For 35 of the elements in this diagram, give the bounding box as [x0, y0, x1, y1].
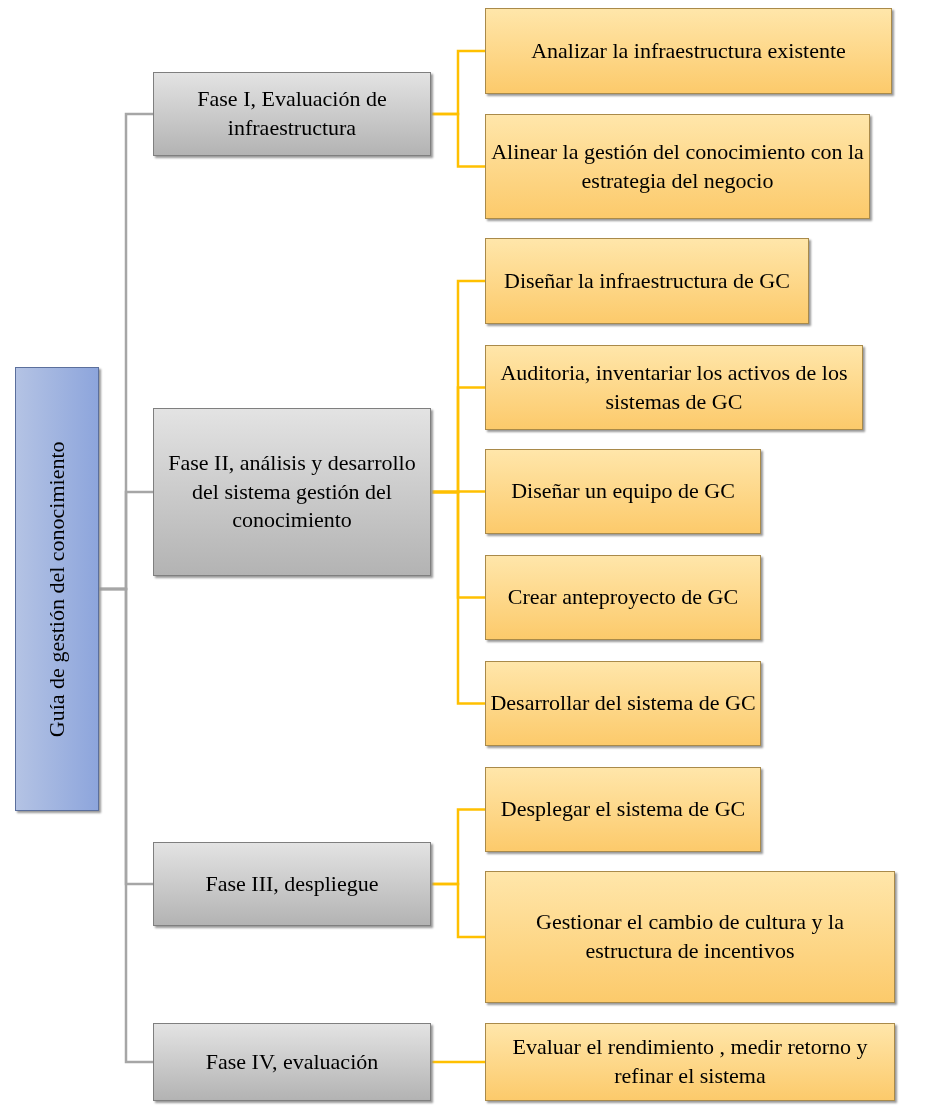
task-box [485, 345, 863, 430]
box-text: Fase IV, evaluación [205, 1047, 379, 1076]
connector-line [431, 490, 485, 705]
task-box [485, 555, 761, 640]
box-text: Diseñar la infraestructura de GC [504, 266, 790, 295]
box-text: Guía de gestión del conocimiento [42, 441, 70, 737]
box-text: Analizar la infraestructura existente [531, 36, 846, 65]
phase-box [153, 408, 431, 576]
task-box [485, 114, 870, 219]
phase-box [153, 72, 431, 156]
connector-line [99, 587, 153, 1064]
task-box [485, 8, 892, 94]
connector-line [431, 882, 485, 939]
task-box [485, 661, 761, 746]
task-box [485, 871, 895, 1003]
task-box [485, 238, 809, 324]
task-box [485, 767, 761, 852]
box-text: Fase II, análisis y desarrollo del sistema gestión del conocimiento [167, 449, 417, 535]
connector-line [431, 1060, 485, 1064]
box-text: Auditoria, inventariar los activos de los sistemas de GC [499, 358, 849, 416]
box-text: Desplegar el sistema de GC [500, 795, 746, 824]
box-text: Diseñar un equipo de GC [511, 477, 735, 506]
box-text: Gestionar el cambio de cultura y la estructura de incentivos [535, 908, 845, 965]
box-text: Crear anteproyecto de GC [507, 583, 739, 612]
root-box [15, 367, 99, 811]
box-text: Alinear la gestión del conocimiento con la estrategia del negocio [490, 137, 865, 195]
task-box [485, 449, 761, 534]
box-text: Desarrollar del sistema de GC [490, 689, 756, 718]
connector-line [431, 112, 485, 168]
phase-box [153, 1023, 431, 1101]
box-text: Fase III, despliegue [205, 869, 379, 898]
task-box [485, 1023, 895, 1101]
box-text: Evaluar el rendimiento , medir retorno y refinar el sistema [511, 1033, 869, 1090]
phase-box [153, 842, 431, 926]
box-text: Fase I, Evaluación de infraestructura [196, 85, 388, 142]
